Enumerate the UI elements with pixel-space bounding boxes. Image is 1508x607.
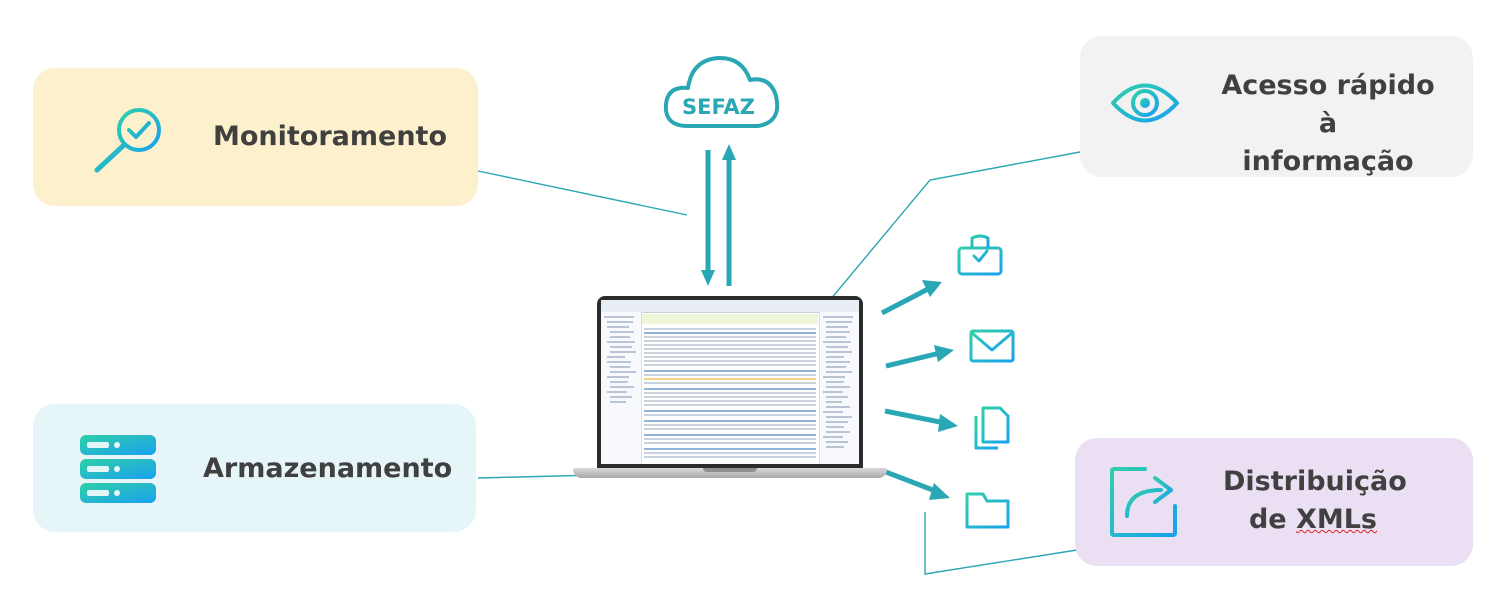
acesso-label-line1: Acesso rápido à: [1221, 70, 1435, 139]
screen-tree-panel: [601, 312, 642, 464]
documents-icon: [974, 406, 1010, 450]
sefaz-label: SEFAZ: [682, 95, 755, 119]
distribuicao-label-xmls: XMLs: [1296, 504, 1377, 535]
monitor-check-icon: [957, 234, 1003, 282]
cloud-icon: [663, 55, 780, 128]
laptop-screen-bezel: [597, 296, 863, 468]
output-arrow-3: [884, 408, 958, 432]
magnifier-check-icon: [94, 108, 161, 173]
double-arrow: [701, 144, 736, 286]
screen-main-grid: [642, 312, 818, 464]
output-arrow-4: [885, 469, 950, 500]
laptop-base: [573, 468, 887, 478]
output-arrow-2: [885, 345, 954, 369]
laptop-notch: [703, 468, 757, 472]
card-monitoramento: Monitoramento: [33, 68, 478, 206]
distribuicao-label-line1: Distribuição: [1223, 466, 1407, 497]
share-arrow-icon: [1110, 467, 1177, 537]
card-distribuicao: Distribuição de XMLs: [1075, 438, 1473, 566]
distribuicao-label-line2: de XMLs: [1223, 501, 1403, 539]
acesso-label: Acesso rápido à informação: [1208, 67, 1448, 181]
eye-icon: [1111, 83, 1179, 123]
distribuicao-label-de: de: [1248, 504, 1297, 535]
screen-right-panel: [819, 312, 859, 464]
connector-distribuicao: [924, 512, 1078, 575]
card-acesso-rapido: Acesso rápido à informação: [1080, 36, 1473, 177]
envelope-icon: [969, 329, 1015, 363]
server-stack-icon: [80, 435, 156, 503]
connector-monitoramento: [477, 170, 688, 216]
card-armazenamento: Armazenamento: [33, 404, 476, 532]
monitoramento-label: Monitoramento: [213, 121, 448, 152]
output-arrow-1: [880, 280, 942, 316]
screen-toolbar: [601, 300, 859, 313]
distribuicao-label: Distribuição de XMLs: [1223, 463, 1407, 539]
folder-icon: [965, 492, 1010, 529]
armazenamento-label: Armazenamento: [203, 453, 453, 484]
laptop-icon: [573, 296, 887, 486]
laptop-screen: [601, 300, 859, 464]
acesso-label-line2: informação: [1242, 146, 1414, 177]
